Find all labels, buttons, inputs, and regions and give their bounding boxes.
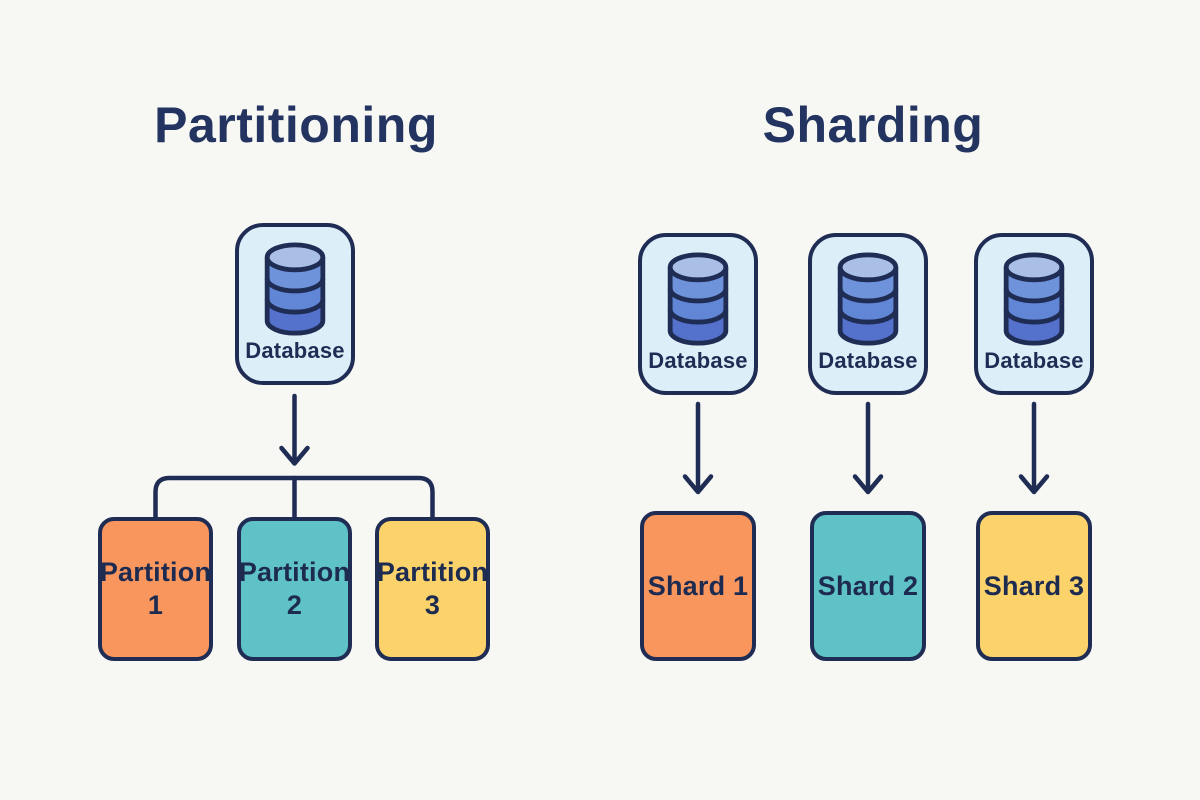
database-node-shard-1: Database	[638, 233, 758, 395]
branch-connector	[153, 475, 435, 520]
database-node-shard-2: Database	[808, 233, 928, 395]
database-icon	[264, 242, 326, 336]
database-icon	[1003, 252, 1065, 346]
arrow-down-shard-3	[1018, 401, 1050, 495]
database-node-partitioning: Database	[235, 223, 355, 385]
database-node-label: Database	[984, 348, 1084, 373]
database-node-label: Database	[818, 348, 918, 373]
partition-2-box: Partition 2	[237, 517, 352, 661]
shard-3-box: Shard 3	[976, 511, 1092, 661]
arrow-down-shard-1	[682, 401, 714, 495]
partition-3-label: Partition 3	[376, 557, 489, 620]
shard-3-label: Shard 3	[983, 570, 1085, 601]
sharding-title: Sharding	[762, 97, 984, 153]
partition-1-label: Partition 1	[99, 557, 212, 620]
shard-2-label: Shard 2	[817, 570, 919, 601]
database-node-label: Database	[648, 348, 748, 373]
partition-2-label: Partition 2	[238, 557, 351, 620]
shard-1-box: Shard 1	[640, 511, 756, 661]
shard-1-label: Shard 1	[647, 570, 749, 601]
arrow-down-partitioning	[279, 393, 310, 466]
database-node-shard-3: Database	[974, 233, 1094, 395]
arrow-down-shard-2	[852, 401, 884, 495]
database-icon	[837, 252, 899, 346]
database-icon	[667, 252, 729, 346]
partitioning-title: Partitioning	[154, 97, 438, 153]
partition-1-box: Partition 1	[98, 517, 213, 661]
partition-3-box: Partition 3	[375, 517, 490, 661]
database-node-label: Database	[245, 338, 345, 363]
shard-2-box: Shard 2	[810, 511, 926, 661]
